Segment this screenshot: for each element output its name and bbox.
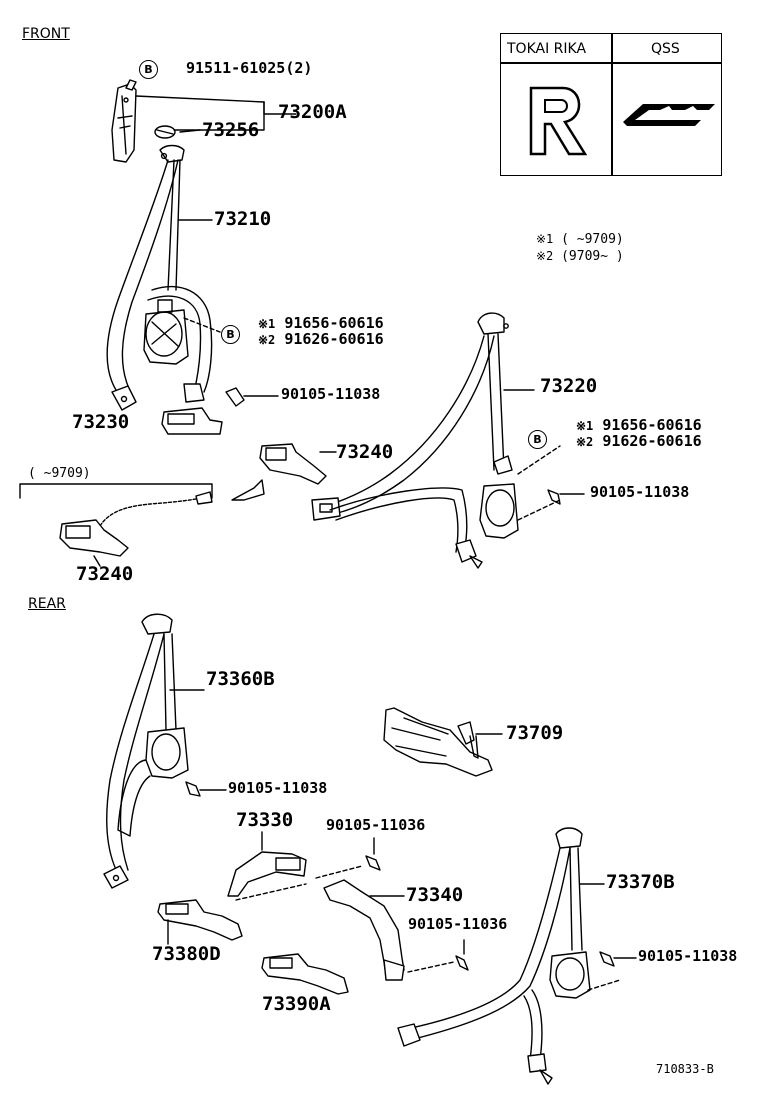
front-right-bolt-note-1: ※1 91656-60616: [576, 416, 702, 434]
floor-plate-illustration: [383, 707, 503, 777]
part-number-73210: 73210: [214, 208, 272, 230]
part-number-73240: 73240: [76, 563, 134, 585]
note-1: ※1 ( ~9709): [536, 232, 624, 247]
front-buckle-variant: [19, 483, 213, 567]
part-number-73230: 73230: [72, 411, 130, 433]
part-number-73200a: 73200A: [278, 101, 347, 123]
part-number-73370b: 73370B: [606, 871, 675, 893]
part-number-90105-11038: 90105-11038: [228, 779, 328, 797]
part-number-90105-11038: 90105-11038: [590, 483, 690, 501]
part-number-73360b: 73360B: [206, 668, 275, 690]
part-number-73390a: 73390A: [262, 993, 331, 1015]
range-note-front: ( ~9709): [28, 466, 91, 481]
part-number-90105-11038: 90105-11038: [638, 947, 738, 965]
tokai-rika-logo: [529, 86, 588, 156]
qss-logo: [623, 104, 715, 126]
drawing-code: 710833-B: [656, 1062, 714, 1076]
part-number-90105-11038: 90105-11038: [281, 385, 381, 403]
front-left-seat-belt-assembly: [106, 79, 297, 435]
part-number-73330: 73330: [236, 809, 294, 831]
part-number-73240: 73240: [336, 441, 394, 463]
front-left-bolt-note-2: ※2 91626-60616: [258, 330, 384, 348]
part-number-73220: 73220: [540, 375, 598, 397]
front-left-bolt-note-1: ※1 91656-60616: [258, 314, 384, 332]
section-header-front: FRONT: [22, 26, 70, 42]
rear-right-seat-belt-assembly: [397, 827, 637, 1085]
part-number-73380d: 73380D: [152, 943, 221, 965]
part-number-73340: 73340: [406, 884, 464, 906]
circle-b-mark: B: [528, 430, 547, 449]
note-2: ※2 (9709~ ): [536, 249, 624, 264]
table-divider-vertical: [611, 34, 613, 175]
supplier-tokai-rika: TOKAI RIKA: [507, 41, 587, 57]
part-number-73709: 73709: [506, 722, 564, 744]
rear-center-belt-parts: [157, 831, 469, 995]
front-right-bolt-note-2: ※2 91626-60616: [576, 432, 702, 450]
rear-left-seat-belt-assembly: [103, 613, 227, 889]
part-number-73256: 73256: [202, 119, 260, 141]
front-right-seat-belt-assembly: [231, 312, 585, 569]
circle-b-mark: B: [221, 325, 240, 344]
part-number-90105-11036: 90105-11036: [326, 816, 426, 834]
part-number-91511-61025: 91511-61025(2): [186, 59, 313, 77]
supplier-table: TOKAI RIKA QSS: [500, 33, 722, 176]
section-header-rear: REAR: [28, 596, 66, 612]
part-number-90105-11036: 90105-11036: [408, 915, 508, 933]
supplier-qss: QSS: [651, 41, 680, 57]
table-divider-horizontal: [501, 62, 721, 64]
circle-b-mark: B: [139, 60, 158, 79]
